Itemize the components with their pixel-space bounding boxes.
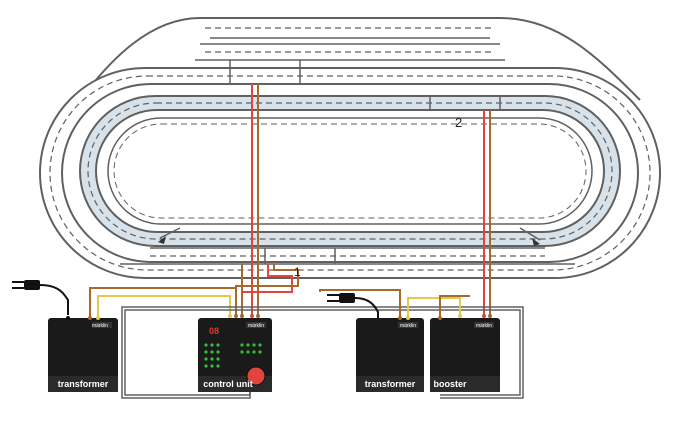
control-unit-label: control unit: [203, 379, 253, 389]
power-plug-left: [12, 280, 69, 315]
control-unit-brand: märklin: [248, 323, 264, 329]
control-unit-knob: [246, 366, 266, 386]
booster-label: booster: [433, 379, 467, 389]
callout-1: 1: [294, 265, 301, 279]
control-unit-display: 08: [209, 326, 219, 336]
track-joints: [229, 60, 501, 264]
control-unit-led-grid: [204, 343, 262, 368]
transformer-left-brand: märklin: [92, 323, 108, 329]
transformer-right-brand: märklin: [400, 323, 416, 329]
control-unit-device: märklin 08 control unit: [198, 318, 272, 392]
transformer-left-label: transformer: [58, 379, 109, 389]
device-terminals: [66, 314, 492, 320]
bottom-siding-track: [120, 227, 575, 265]
transformer-right-label: transformer: [365, 379, 416, 389]
transformer-left-device: märklin transformer: [48, 318, 118, 392]
wires: [89, 84, 524, 399]
inner-oval-second-track: [107, 117, 593, 225]
transformer-right-device: märklin transformer: [356, 318, 424, 392]
booster-brand: märklin: [476, 323, 492, 329]
booster-device: märklin booster: [430, 318, 500, 392]
power-plug-right: [327, 293, 379, 318]
callout-2: 2: [455, 115, 462, 130]
